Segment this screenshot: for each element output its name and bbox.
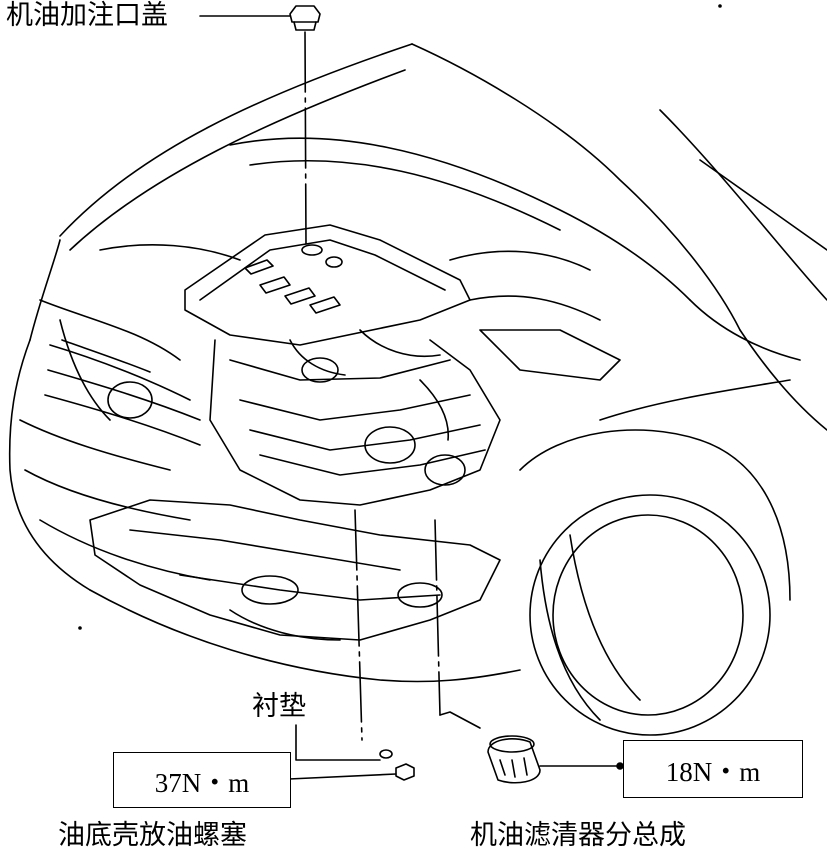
oil-filter-torque-box: 18N・m	[623, 740, 803, 798]
engine-assembly	[89, 224, 621, 641]
drain-plug-label: 油底壳放油螺塞	[58, 820, 247, 851]
drain-plug-torque-box: 37N・m	[113, 752, 291, 808]
oil-filter-label: 机油滤清器分总成	[470, 820, 686, 851]
gasket-label: 衬垫	[252, 691, 306, 722]
drain-plug-part	[288, 509, 415, 781]
oil-filler-cap-label: 机油加注口盖	[6, 0, 168, 31]
oil-filter-torque-value: 18N・m	[665, 756, 761, 787]
car-body	[8, 43, 827, 736]
drain-plug-torque-value: 37N・m	[154, 767, 250, 798]
oil-filler-cap-part	[199, 5, 321, 246]
oil-filter-part	[434, 519, 624, 784]
